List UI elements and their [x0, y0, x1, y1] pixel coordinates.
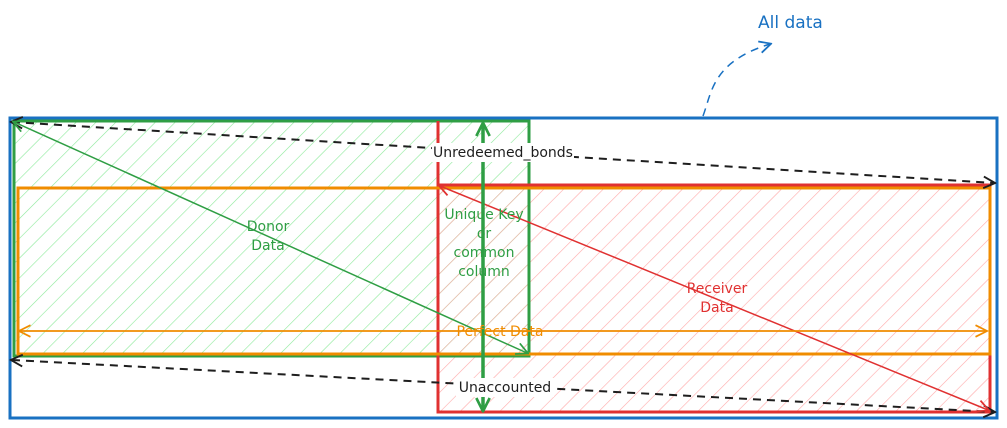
- unredeemed-bonds-label: Unredeemed_bonds: [433, 145, 573, 161]
- receiver-label-line2: Data: [700, 300, 733, 316]
- all-data-pointer-arrow: [702, 44, 770, 117]
- unique-key-line2: or: [477, 226, 492, 242]
- unique-key-line4: column: [458, 264, 510, 280]
- unique-key-line3: common: [454, 245, 515, 261]
- all-data-title: All data: [758, 13, 823, 33]
- receiver-label-line1: Receiver: [687, 281, 748, 297]
- unique-key-line1: Unique Key: [444, 207, 523, 223]
- perfect-data-label: Perfect Data: [457, 324, 544, 340]
- donor-label-line1: Donor: [247, 219, 290, 235]
- unaccounted-label-bg: [456, 378, 554, 397]
- receiver-data-arrow: [440, 186, 988, 410]
- unredeemed-label-bg: [432, 143, 574, 162]
- donor-label-line2: Data: [251, 238, 284, 254]
- unaccounted-label: Unaccounted: [459, 380, 551, 396]
